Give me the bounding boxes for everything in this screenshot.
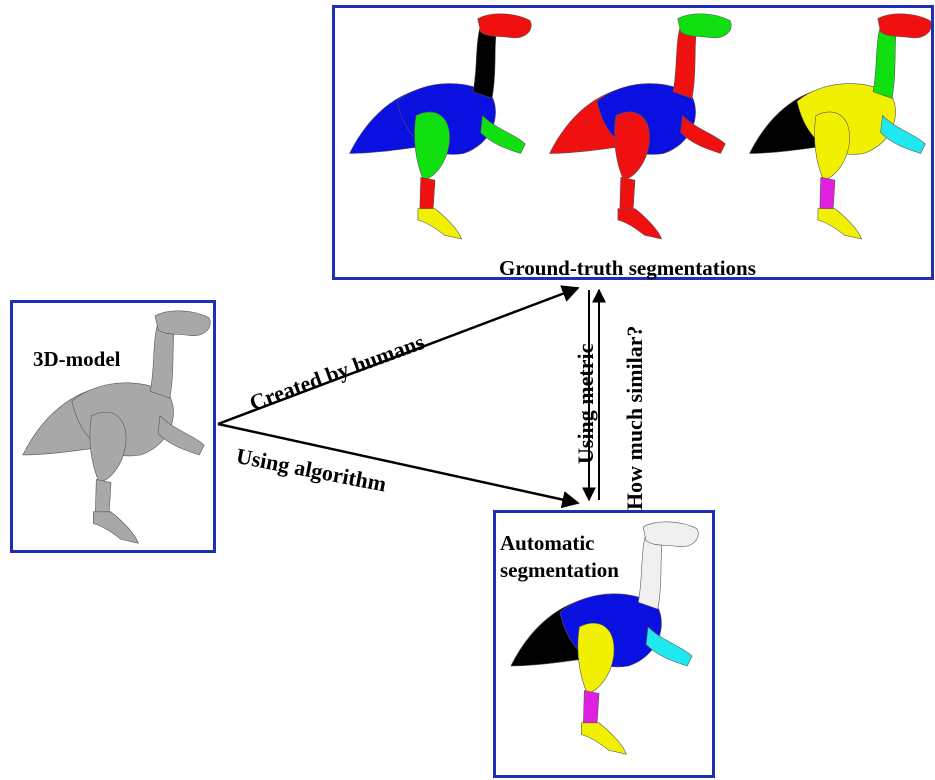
- model-part-arm: [680, 114, 726, 154]
- algorithm-arrow: [217, 422, 580, 509]
- model-part-head: [477, 13, 532, 39]
- model-part-thigh: [814, 111, 850, 181]
- model-part-thigh: [89, 411, 127, 483]
- automatic-panel: Automatic segmentation: [493, 510, 715, 778]
- model-part-thigh: [414, 111, 450, 181]
- model-part-arm: [157, 415, 205, 456]
- model-panel: 3D-model: [10, 300, 216, 553]
- model-part-thigh: [614, 111, 650, 181]
- model-part-foot: [417, 208, 463, 240]
- model-part-head: [642, 521, 699, 547]
- gray-model-figure: [22, 310, 211, 544]
- model-part-head: [677, 13, 732, 39]
- model-part-arm: [480, 114, 526, 154]
- automatic-label: Automatic: [500, 531, 595, 555]
- ground-truth-label: Ground-truth segmentations: [499, 256, 756, 280]
- model-part-foot: [93, 511, 139, 544]
- model-part-thigh: [577, 622, 615, 694]
- model-part-arm: [880, 114, 926, 154]
- humans-arrow: [217, 285, 580, 426]
- model-part-foot: [581, 722, 627, 755]
- ground-truth-panel: Ground-truth segmentations: [332, 5, 934, 280]
- segmentation-label: segmentation: [500, 558, 619, 582]
- model-part-foot: [617, 208, 663, 240]
- model-part-head: [877, 13, 932, 39]
- model-part-foot: [817, 208, 863, 240]
- model-part-arm: [645, 626, 693, 667]
- how-much-similar-label: How much similar?: [622, 325, 647, 510]
- model-part-head: [154, 310, 211, 336]
- using-metric-label: Using metric: [573, 343, 598, 464]
- model-label: 3D-model: [33, 347, 121, 371]
- ground-truth-figures: [349, 13, 932, 240]
- automatic-figure: [510, 521, 699, 755]
